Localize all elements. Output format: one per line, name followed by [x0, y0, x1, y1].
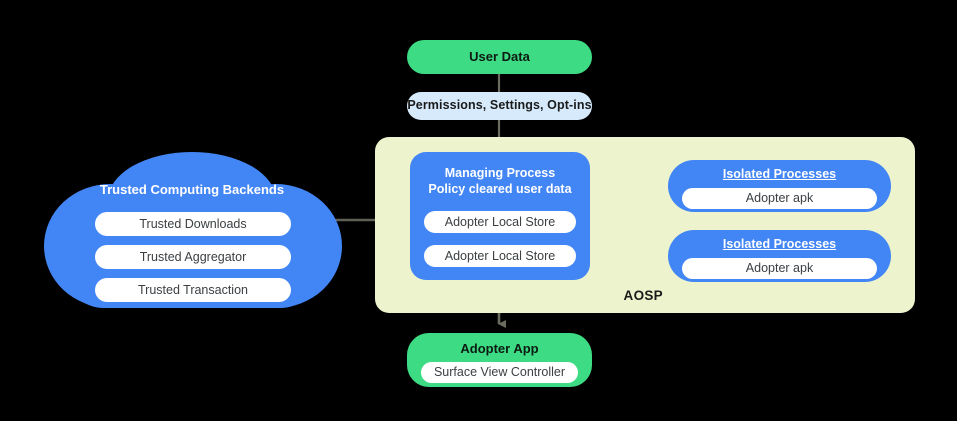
cloud-item-trusted-downloads[interactable]: Trusted Downloads	[95, 212, 291, 236]
permissions-settings-optins-box[interactable]: Permissions, Settings, Opt-ins	[407, 92, 592, 120]
cloud-item-trusted-aggregator[interactable]: Trusted Aggregator	[95, 245, 291, 269]
adopter-app-title: Adopter App	[460, 341, 539, 356]
adopter-apk-item-1[interactable]: Adopter apk	[682, 187, 877, 209]
isolated-processes-box-1[interactable]: Isolated Processes Adopter apk	[668, 160, 891, 212]
surface-view-controller-item[interactable]: Surface View Controller	[421, 362, 578, 384]
cloud-title: Trusted Computing Backends	[99, 182, 285, 197]
managing-process-box[interactable]: Managing Process Policy cleared user dat…	[410, 152, 590, 280]
isolated-processes-title-1[interactable]: Isolated Processes	[722, 167, 837, 181]
managing-process-title-line1: Managing Process	[444, 166, 556, 180]
adopter-app-box[interactable]: Adopter App Surface View Controller	[407, 333, 592, 387]
user-data-box[interactable]: User Data	[407, 40, 592, 74]
adopter-local-store-item-1[interactable]: Adopter Local Store	[424, 211, 576, 234]
adopter-local-store-item-2[interactable]: Adopter Local Store	[424, 245, 576, 268]
managing-process-title-line2: Policy cleared user data	[428, 181, 572, 196]
cloud-item-trusted-transaction[interactable]: Trusted Transaction	[95, 278, 291, 302]
cloud-item-list: Trusted Downloads Trusted Aggregator Tru…	[95, 212, 291, 311]
isolated-processes-title-2[interactable]: Isolated Processes	[722, 237, 837, 251]
user-data-title: User Data	[469, 49, 530, 64]
adopter-apk-item-2[interactable]: Adopter apk	[682, 257, 877, 279]
permissions-title: Permissions, Settings, Opt-ins	[407, 98, 592, 113]
isolated-processes-box-2[interactable]: Isolated Processes Adopter apk	[668, 230, 891, 282]
aosp-label: AOSP	[623, 288, 663, 303]
trusted-computing-backends-cloud[interactable]: Trusted Computing Backends Trusted Downl…	[38, 148, 346, 314]
